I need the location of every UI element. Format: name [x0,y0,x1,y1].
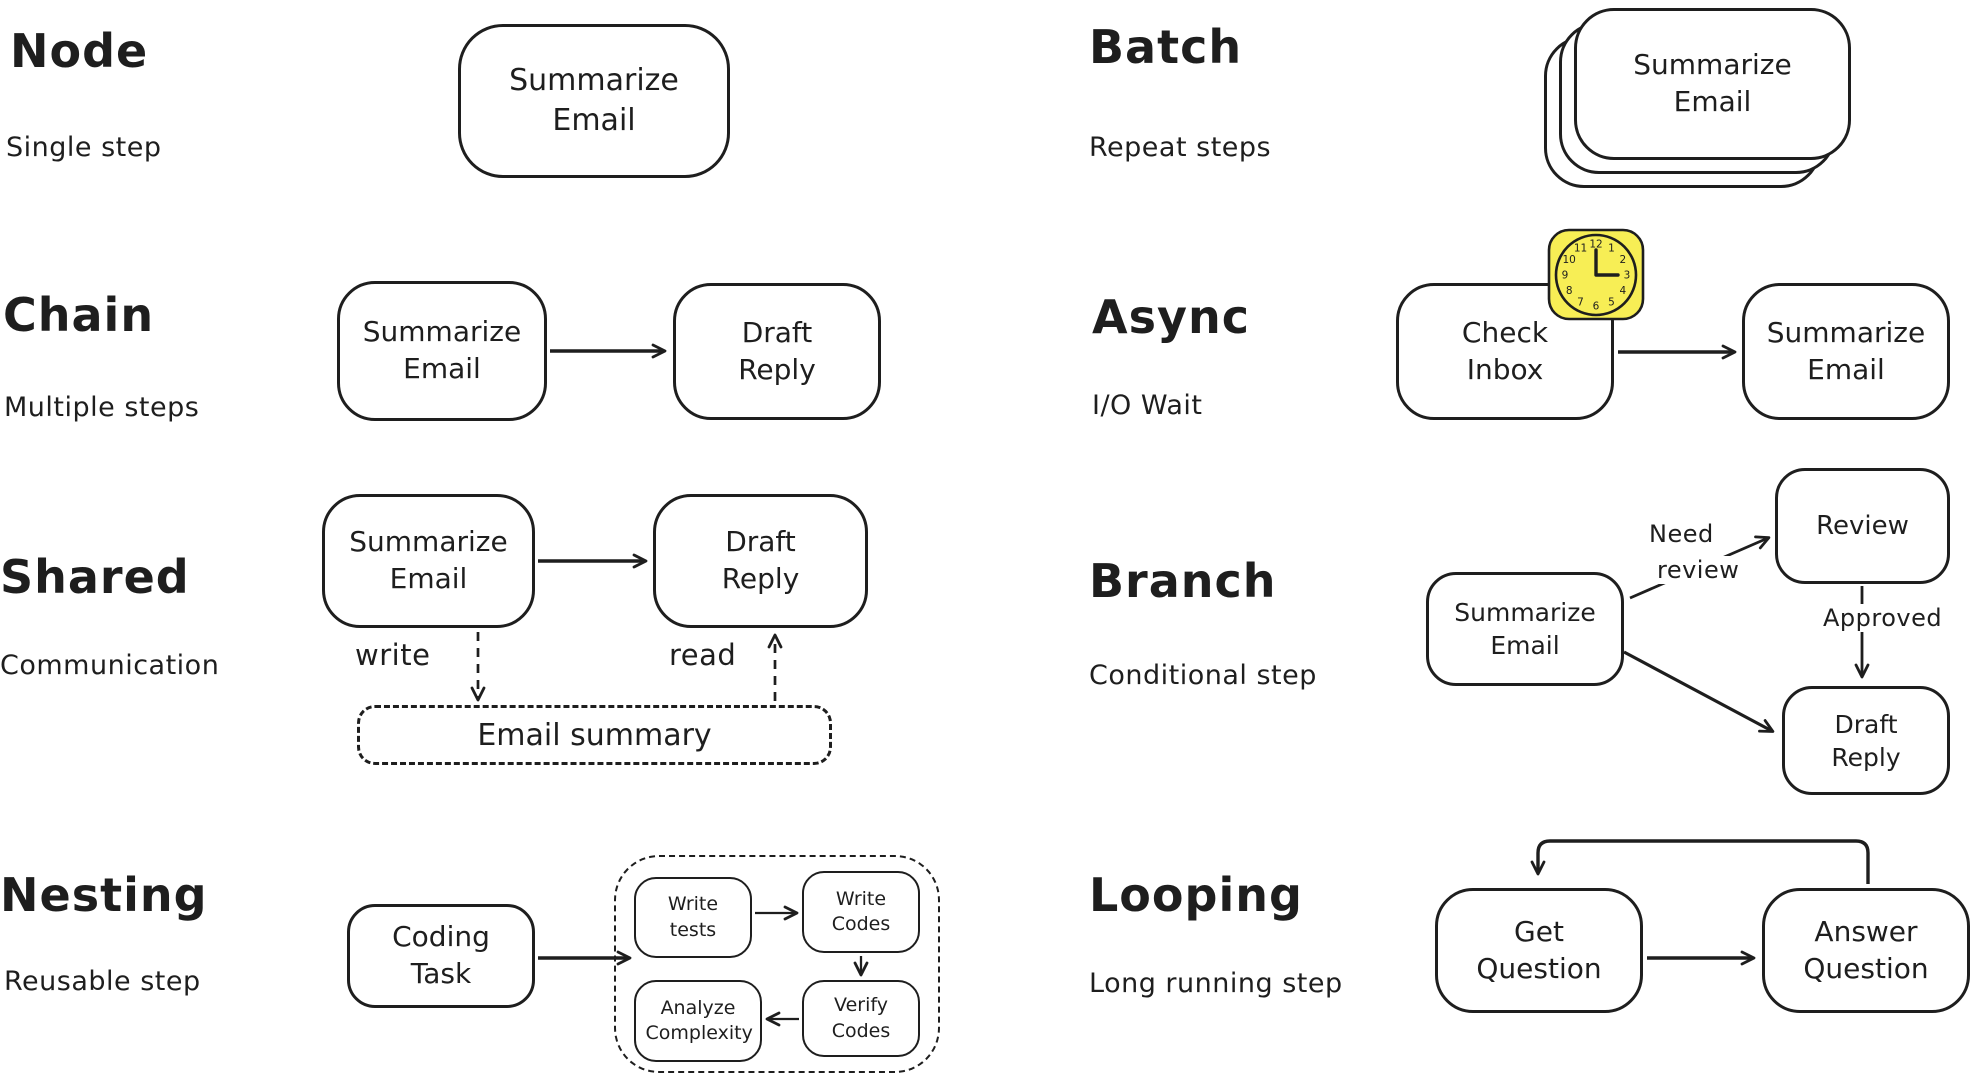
verify-codes-box: Verify Codes [802,980,920,1057]
clock-number: 4 [1619,285,1626,297]
looping-step2-label: Answer Question [1803,914,1929,985]
node-step-box: Summarize Email [458,24,730,178]
clock-number: 11 [1574,243,1587,255]
batch-step-box: Summarize Email [1574,8,1851,160]
async-step2-label: Summarize Email [1766,315,1926,386]
clock-hands [1594,248,1620,277]
write-tests-label: Write tests [667,893,719,941]
branch-review-label: Review [1816,510,1909,541]
write-tests-box: Write tests [634,877,752,958]
shared-title: Shared [0,550,190,604]
branch-subtitle: Conditional step [1089,660,1317,691]
shared-subtitle: Communication [0,650,220,681]
shared-store-box: Email summary [357,705,832,765]
clock-icon: 12 1 2 3 4 5 6 7 8 9 10 11 [1547,228,1645,321]
write-label: write [350,638,436,672]
write-codes-label: Write Codes [831,887,891,935]
batch-subtitle: Repeat steps [1089,132,1272,163]
branch-step3-label: Draft Reply [1831,709,1901,772]
chain-subtitle: Multiple steps [4,392,200,423]
write-codes-box: Write Codes [802,871,920,953]
async-step1-label: Check Inbox [1461,315,1549,386]
chain-step2-box: Draft Reply [673,283,881,420]
nesting-step-label: Coding Task [392,920,490,990]
verify-codes-label: Verify Codes [831,994,891,1042]
looping-back-arrow [1530,839,1870,884]
shared-step1-box: Summarize Email [322,494,535,628]
analyze-complexity-label: Analyze Complexity [645,996,753,1044]
branch-step3-box: Draft Reply [1782,686,1950,795]
review-label: review [1652,556,1745,584]
looping-subtitle: Long running step [1089,968,1343,999]
branch-step1-label: Summarize Email [1454,598,1596,660]
clock-number: 9 [1562,270,1569,282]
chain-title: Chain [3,288,155,342]
approved-label: Approved [1818,604,1948,632]
node-step-label: Summarize Email [509,63,679,138]
clock-number: 2 [1619,254,1626,266]
shared-step1-label: Summarize Email [349,525,508,595]
clock-number: 1 [1608,243,1615,255]
clock-number: 3 [1624,270,1631,282]
shared-store-label: Email summary [477,717,712,753]
read-label: read [664,638,742,672]
shared-step2-label: Draft Reply [721,525,800,595]
clock-number: 7 [1577,296,1584,308]
branch-direct-arrow [1623,650,1775,733]
batch-step-label: Summarize Email [1633,48,1792,118]
async-title: Async [1092,290,1250,344]
branch-step1-box: Summarize Email [1426,572,1624,686]
node-subtitle: Single step [6,132,162,163]
clock-number: 5 [1608,296,1615,308]
branch-title: Branch [1089,554,1277,608]
async-subtitle: I/O Wait [1092,390,1203,421]
chain-step2-label: Draft Reply [738,315,816,386]
clock-number: 6 [1593,301,1600,313]
shared-step2-box: Draft Reply [653,494,868,628]
looping-step2-box: Answer Question [1762,888,1970,1013]
looping-step1-box: Get Question [1435,888,1643,1013]
clock-number: 8 [1566,285,1573,297]
node-title: Node [10,24,149,78]
looping-title: Looping [1089,868,1303,922]
analyze-complexity-box: Analyze Complexity [634,980,762,1062]
nesting-step-box: Coding Task [347,904,535,1008]
async-step2-box: Summarize Email [1742,283,1950,420]
clock-number: 12 [1589,239,1602,251]
batch-title: Batch [1089,20,1243,74]
nesting-container [614,855,940,1073]
looping-step1-label: Get Question [1476,914,1602,985]
need-label: Need [1644,520,1719,548]
branch-review-box: Review [1775,468,1950,584]
clock-number: 10 [1563,254,1576,266]
nesting-subtitle: Reusable step [4,966,201,997]
chain-step1-box: Summarize Email [337,281,547,421]
nesting-title: Nesting [0,868,208,922]
chain-step1-label: Summarize Email [362,315,522,385]
